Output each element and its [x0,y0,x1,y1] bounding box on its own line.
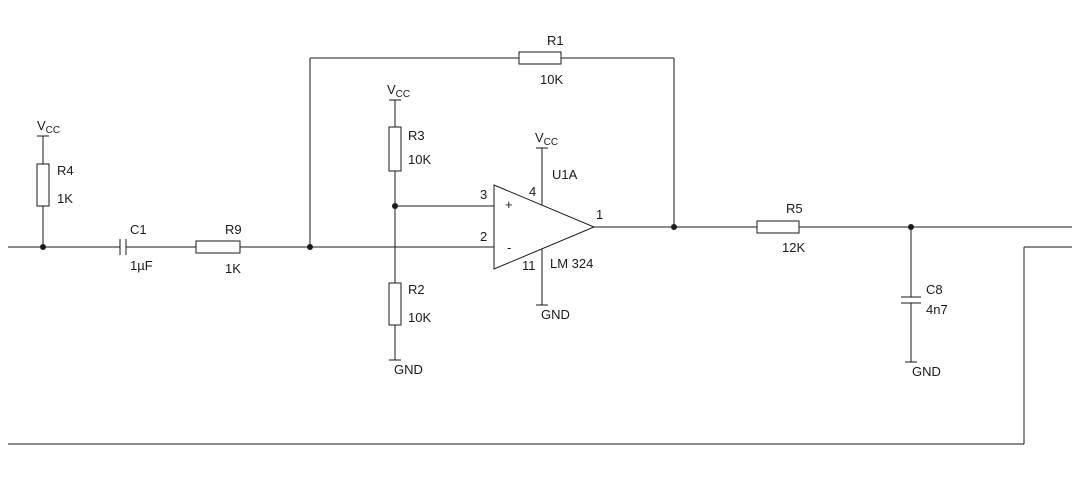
opamp-ref: U1A [552,167,578,182]
svg-text:VCC: VCC [535,130,558,148]
r9-ref: R9 [225,222,242,237]
junction-r4 [40,244,46,250]
capacitor-c1: C1 1µF [119,222,153,273]
opamp-part: LM 324 [550,256,593,271]
capacitor-c8: C8 4n7 [901,282,948,317]
opamp-plus-sign: + [505,197,513,212]
gnd-label-r2: GND [394,362,423,377]
svg-text:VCC: VCC [387,82,410,100]
resistor-r3-body [388,126,402,172]
r5-ref: R5 [786,201,803,216]
vcc-label-text: V [387,82,396,97]
opamp-pin-2: 2 [480,229,487,244]
opamp-pin-4: 4 [529,184,536,199]
resistor-r1: R1 10K [518,33,564,87]
vcc-label-text: V [37,118,46,133]
resistor-r9-body [195,240,241,254]
r4-value: 1K [57,191,73,206]
junction-output [671,224,677,230]
r3-value: 10K [408,152,431,167]
junction-feedback-input [307,244,313,250]
r4-ref: R4 [57,163,74,178]
resistor-r4: R4 1K [36,163,74,207]
resistor-r1-body [518,51,562,65]
vcc-label-sub: CC [46,125,60,136]
svg-text:VCC: VCC [37,118,60,136]
vcc-label-sub: CC [544,137,558,148]
r3-ref: R3 [408,128,425,143]
r2-ref: R2 [408,282,425,297]
c8-value: 4n7 [926,302,948,317]
vcc-label-sub: CC [396,89,410,100]
junctions [40,203,914,250]
opamp-triangle [493,184,596,270]
r9-value: 1K [225,261,241,276]
opamp-pin-1: 1 [596,207,603,222]
c1-value: 1µF [130,258,153,273]
vcc-label-r4: VCC [37,118,60,136]
resistor-r2-body [388,282,402,326]
c1-ref: C1 [130,222,147,237]
r1-ref: R1 [547,33,564,48]
vcc-label-opamp: VCC [535,130,558,148]
resistor-r9: R9 1K [195,222,242,276]
opamp-pin-3: 3 [480,187,487,202]
gnd-label-opamp: GND [541,307,570,322]
resistor-r5-body [756,220,800,234]
resistor-r4-body [36,163,50,207]
r2-value: 10K [408,310,431,325]
resistor-r2: R2 10K [388,282,431,326]
c8-ref: C8 [926,282,943,297]
vcc-label-r3: VCC [387,82,410,100]
vcc-label-text: V [535,130,544,145]
opamp-pin-11: 11 [522,258,536,273]
opamp-minus-sign: - [507,240,511,255]
r5-value: 12K [782,240,805,255]
junction-divider [392,203,398,209]
gnd-label-c8: GND [912,364,941,379]
resistor-r5: R5 12K [756,201,805,255]
r1-value: 10K [540,72,563,87]
opamp-u1a: + - 3 2 4 11 1 U1A LM 324 [480,167,603,273]
resistor-r3: R3 10K [388,126,431,172]
wires [8,57,1072,445]
junction-c8 [908,224,914,230]
